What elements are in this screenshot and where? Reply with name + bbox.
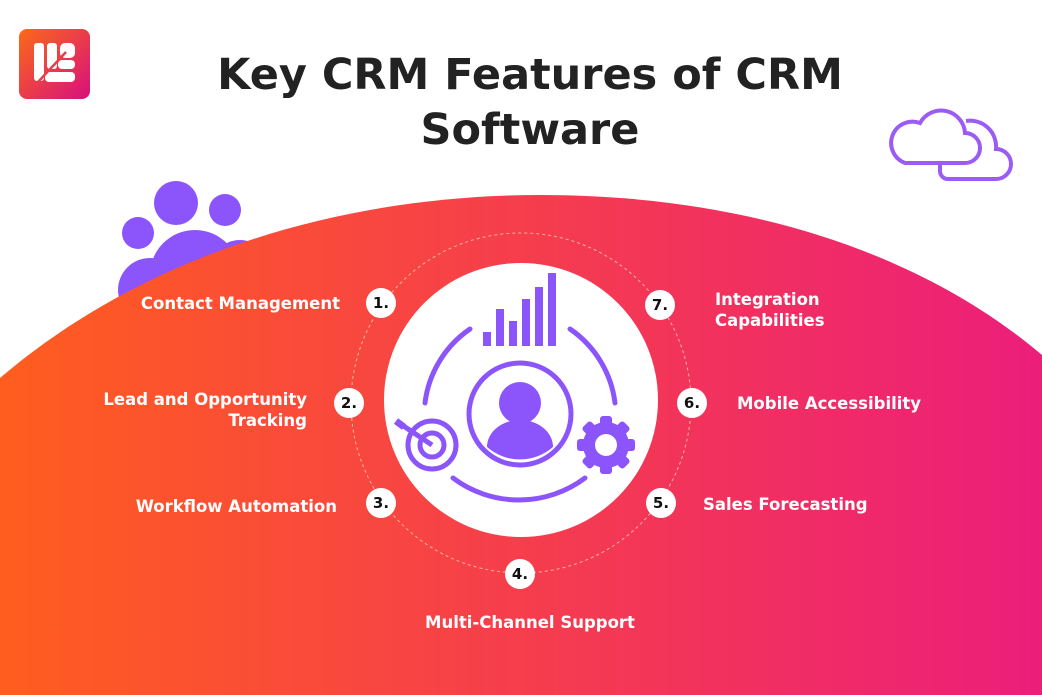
cloud-icon xyxy=(889,108,1013,181)
feature-label-multi-channel: Multi-Channel Support xyxy=(425,613,635,632)
badge-6: 6. xyxy=(677,388,707,418)
orbit-arcs xyxy=(422,326,618,503)
logo-icon xyxy=(19,29,90,99)
target-icon xyxy=(393,418,459,472)
feature-label-mobile-accessibility: Mobile Accessibility xyxy=(737,394,922,413)
label-line: Integration xyxy=(715,290,820,309)
feature-label-sales-forecasting: Sales Forecasting xyxy=(703,495,868,514)
badge-5: 5. xyxy=(646,488,676,518)
label-line: Tracking xyxy=(228,411,307,430)
title-line-2: Software xyxy=(420,105,640,155)
badge-7: 7. xyxy=(645,290,675,320)
bar-chart-icon xyxy=(483,273,556,346)
user-icon xyxy=(466,360,574,468)
feature-label-integration: Integration Capabilities xyxy=(715,289,825,331)
title-line-1: Key CRM Features of CRM xyxy=(217,50,843,100)
feature-label-lead-tracking: Lead and Opportunity Tracking xyxy=(103,389,307,431)
badge-3: 3. xyxy=(366,488,396,518)
feature-label-workflow-automation: Workflow Automation xyxy=(135,497,337,516)
badge-1: 1. xyxy=(366,288,396,318)
page-title: Key CRM Features of CRM Software xyxy=(180,48,880,158)
label-line: Lead and Opportunity xyxy=(103,390,307,409)
gear-icon xyxy=(577,416,635,474)
badge-4: 4. xyxy=(505,559,535,589)
badge-2: 2. xyxy=(334,388,364,418)
feature-label-contact-management: Contact Management xyxy=(140,294,340,313)
label-line: Capabilities xyxy=(715,311,825,330)
